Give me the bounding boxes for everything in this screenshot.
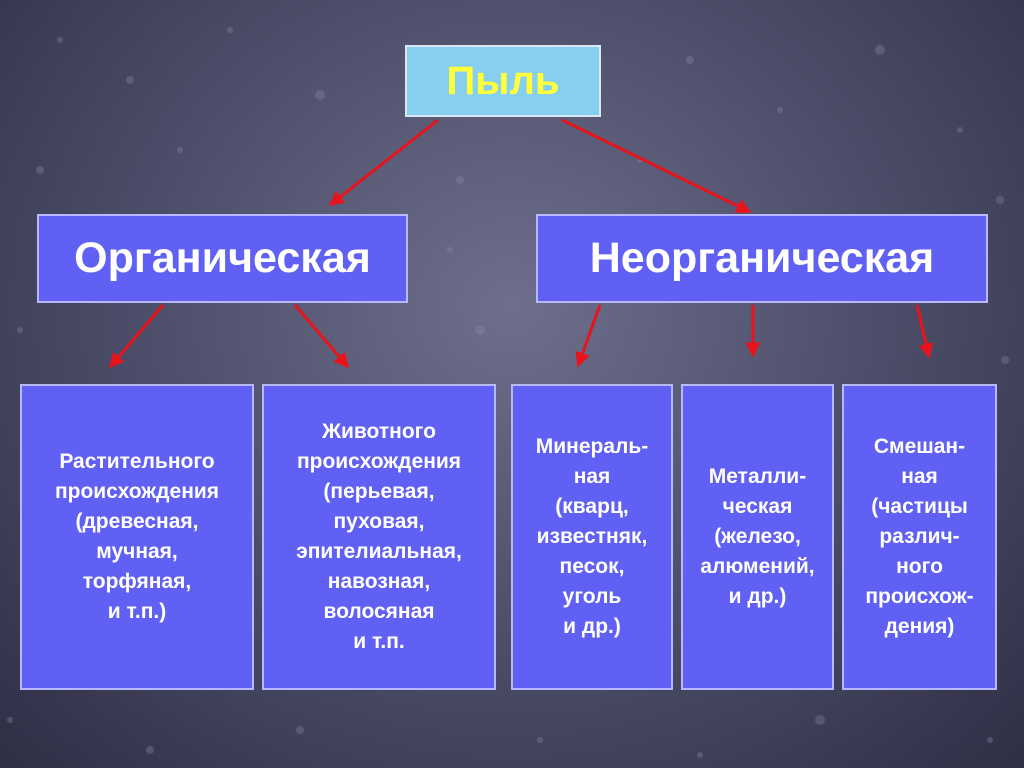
node-inorganic: Неорганическая <box>536 214 988 303</box>
node-organic-label: Органическая <box>74 234 371 282</box>
arrow-root-to-inorganic <box>561 118 752 214</box>
node-dust: Пыль <box>405 45 601 117</box>
node-mineral-label: Минераль- ная (кварц, известняк, песок, … <box>535 435 649 638</box>
node-mixed-label: Смешан- ная (частицы различ- ного происх… <box>865 435 974 638</box>
arrow-inorganic-to-mixed <box>915 304 934 359</box>
node-mixed: Смешан- ная (частицы различ- ного происх… <box>842 384 997 690</box>
arrow-root-to-organic <box>328 118 439 207</box>
arrow-organic-to-animal <box>293 304 350 369</box>
node-metallic-label: Металли- ческая (железо, алюмений, и др.… <box>700 465 815 608</box>
node-plant-origin: Растительного происхождения (древесная, … <box>20 384 254 690</box>
node-dust-label: Пыль <box>446 58 560 103</box>
node-animal-origin-label: Животного происхождения (перьевая, пухов… <box>296 420 462 653</box>
arrow-organic-to-plant <box>108 304 165 369</box>
node-organic: Органическая <box>37 214 408 303</box>
node-animal-origin: Животного происхождения (перьевая, пухов… <box>262 384 496 690</box>
node-metallic: Металли- ческая (железо, алюмений, и др.… <box>681 384 834 690</box>
arrow-inorganic-to-mineral <box>575 304 602 368</box>
node-inorganic-label: Неорганическая <box>589 234 935 282</box>
node-mineral: Минераль- ная (кварц, известняк, песок, … <box>511 384 673 690</box>
node-plant-origin-label: Растительного происхождения (древесная, … <box>54 450 220 623</box>
